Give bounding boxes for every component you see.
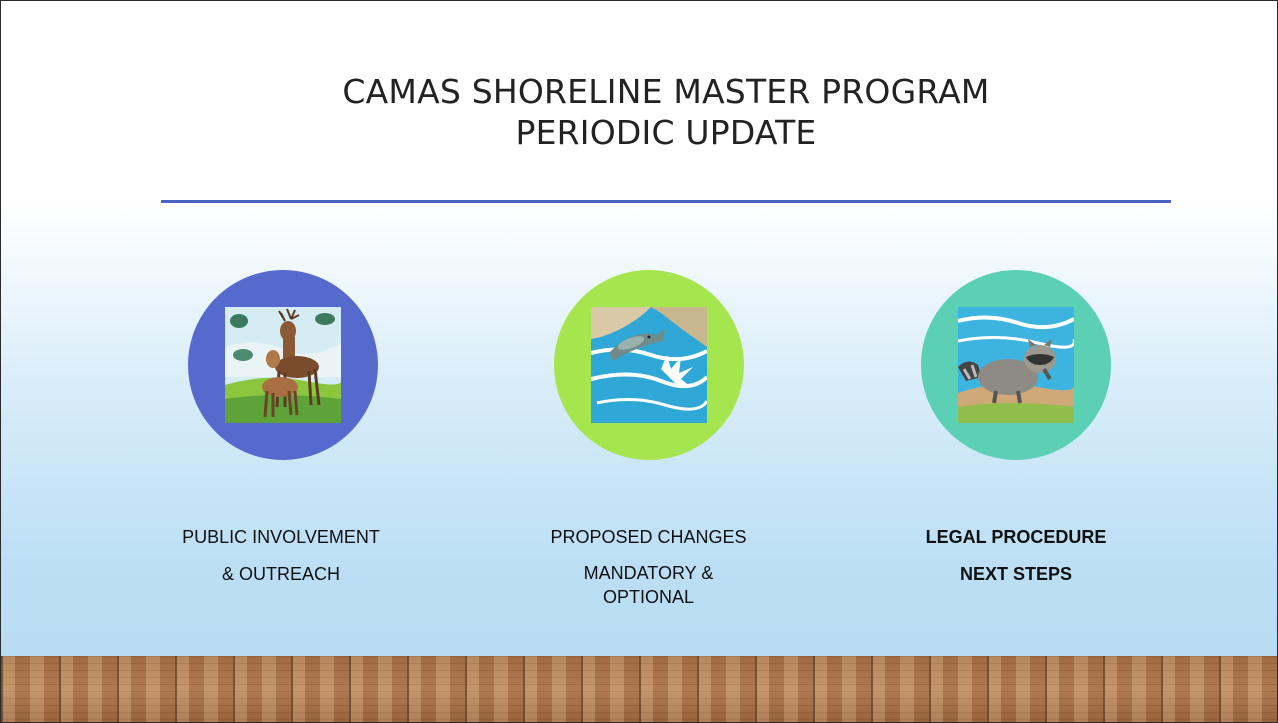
- caption-public-involvement: PUBLIC INVOLVEMENT & OUTREACH: [131, 525, 431, 586]
- title-underline: [161, 200, 1171, 203]
- caption-line: MANDATORY &: [583, 563, 714, 583]
- caption-line: PUBLIC INVOLVEMENT: [182, 527, 380, 547]
- deer-illustration: [225, 307, 341, 423]
- caption-proposed-changes: PROPOSED CHANGES MANDATORY & OPTIONAL: [496, 525, 801, 609]
- caption-line: & OUTREACH: [221, 564, 340, 584]
- title-line-1: CAMAS SHORELINE MASTER PROGRAM: [342, 72, 990, 111]
- caption-line: LEGAL PROCEDURE: [925, 527, 1107, 547]
- caption-line: PROPOSED CHANGES: [550, 527, 747, 547]
- caption-line: NEXT STEPS: [959, 564, 1073, 584]
- caption-line: OPTIONAL: [602, 587, 695, 607]
- salmon-illustration: [591, 307, 707, 423]
- caption-legal-procedure: LEGAL PROCEDURE NEXT STEPS: [861, 525, 1171, 586]
- raccoon-illustration: [958, 307, 1074, 423]
- title-line-2: PERIODIC UPDATE: [515, 113, 817, 152]
- section-circle-legal-procedure: [921, 270, 1111, 460]
- slide-title: CAMAS SHORELINE MASTER PROGRAM PERIODIC …: [161, 71, 1171, 153]
- section-circle-proposed-changes: [554, 270, 744, 460]
- section-circle-public-involvement: [188, 270, 378, 460]
- wood-floor-background: [1, 656, 1277, 722]
